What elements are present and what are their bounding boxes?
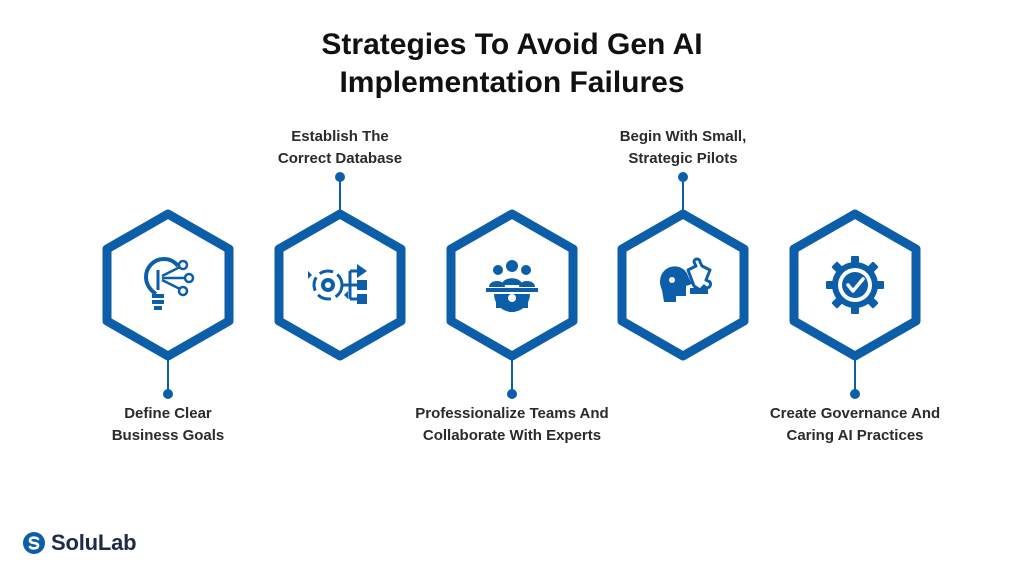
step-5-label: Create Governance And Caring AI Practice… <box>769 405 941 444</box>
connector-dot <box>507 389 517 399</box>
solulab-logo-icon <box>23 532 45 554</box>
step-4-label: Begin With Small, Strategic Pilots <box>619 128 747 167</box>
puzzle-head-icon <box>660 257 712 302</box>
step-5 <box>789 209 921 399</box>
hexagon-frame <box>789 209 921 361</box>
connector-dot <box>850 389 860 399</box>
hexagon-frame <box>274 209 406 361</box>
step-3-label: Professionalize Teams And Collaborate Wi… <box>415 405 609 444</box>
gear-check-icon <box>826 256 884 314</box>
title-line-1: Strategies To Avoid Gen AI <box>321 28 703 61</box>
page-title: Strategies To Avoid Gen AI Implementatio… <box>0 26 1024 102</box>
connector-dot <box>678 172 688 182</box>
step-2 <box>274 172 406 361</box>
team-gear-icon <box>486 260 538 312</box>
database-process-icon <box>308 264 367 304</box>
brand-name: SoluLab <box>51 530 137 555</box>
connector-dot <box>335 172 345 182</box>
hexagon-frame <box>102 209 234 361</box>
step-3 <box>446 209 578 399</box>
title-line-2: Implementation Failures <box>339 66 685 99</box>
lightbulb-network-icon <box>143 256 195 310</box>
hexagon-frame <box>446 209 578 361</box>
step-2-label: Establish The Correct Database <box>277 128 403 167</box>
brand-logo: SoluLab <box>22 529 137 557</box>
step-4 <box>617 172 749 361</box>
hexagon-frame <box>617 209 749 361</box>
step-1 <box>102 209 234 399</box>
step-1-label: Define Clear Business Goals <box>111 405 225 444</box>
connector-dot <box>163 389 173 399</box>
